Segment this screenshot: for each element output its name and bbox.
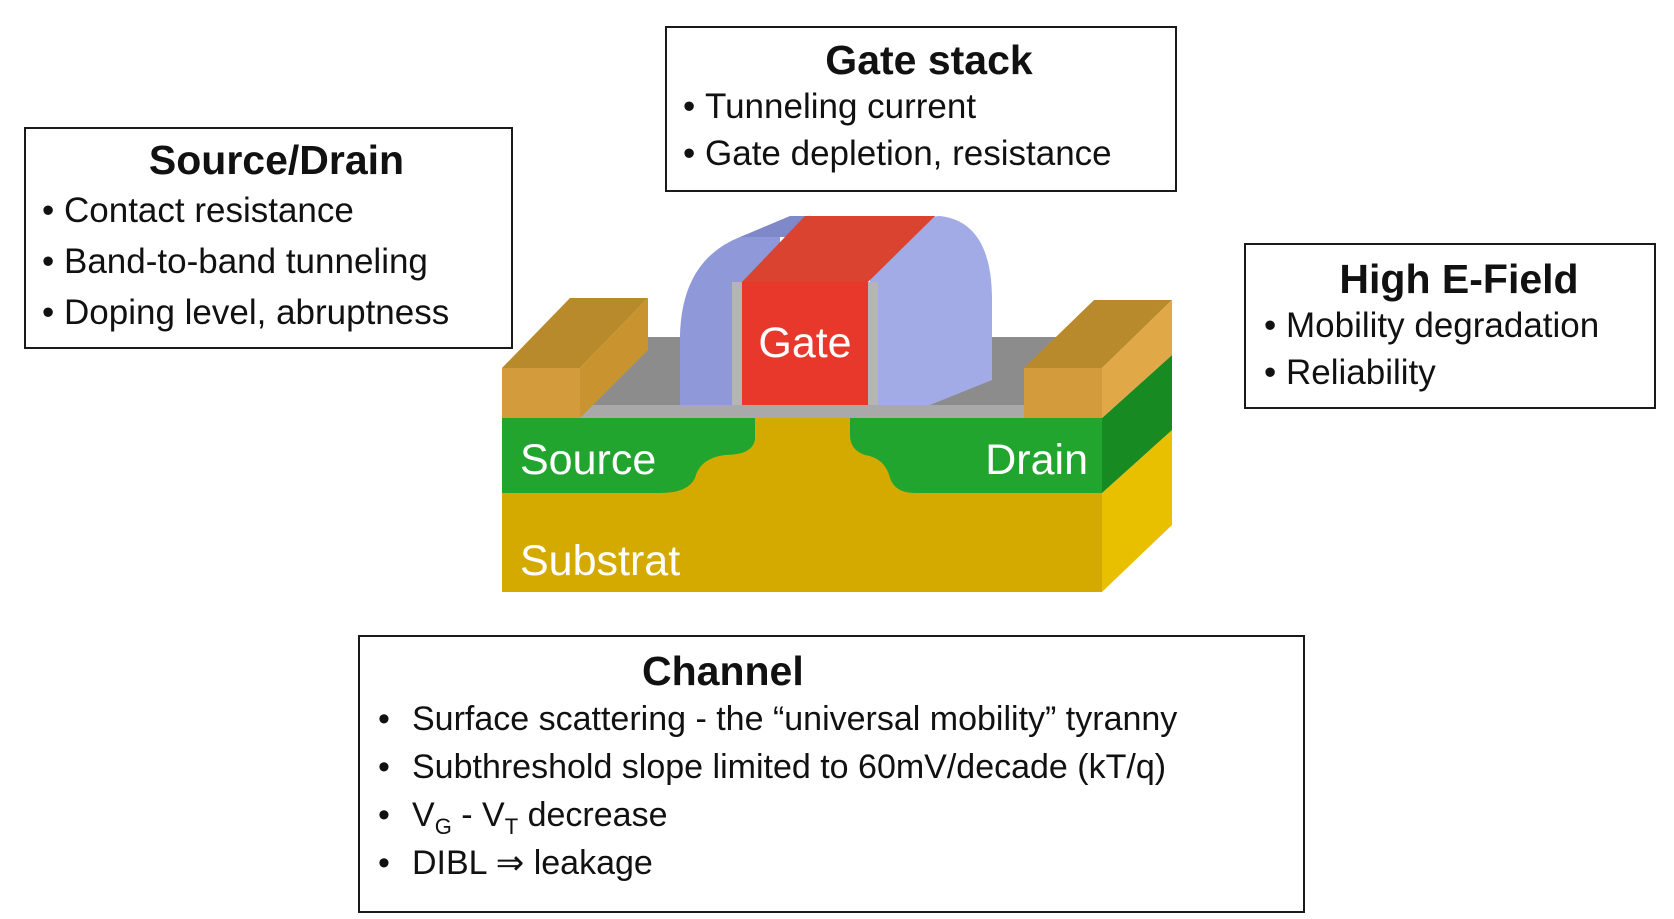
bullet-icon: • — [1264, 353, 1277, 392]
source-label: Source — [520, 436, 656, 484]
gate-stack-title: Gate stack — [825, 37, 1033, 83]
list-item: •Reliability — [1264, 353, 1436, 392]
gate-liner-left — [732, 282, 742, 405]
bullet-icon: • — [683, 134, 696, 173]
right-spacer — [870, 216, 992, 405]
high-efield-box: High E-Field •Mobility degradation •Reli… — [1244, 243, 1656, 409]
source-contact — [502, 368, 580, 418]
list-item: •Doping level, abruptness — [42, 293, 450, 332]
bullet-icon: • — [1264, 306, 1277, 345]
bullet-icon: • — [378, 844, 390, 882]
high-efield-title: High E-Field — [1339, 256, 1579, 302]
bullet-icon: • — [42, 191, 55, 230]
bullet-icon: • — [42, 293, 55, 332]
list-item: •Gate depletion, resistance — [683, 134, 1112, 173]
list-item: •DIBL ⇒ leakage — [378, 844, 653, 882]
minus-sign: - — [451, 796, 483, 834]
drain-label: Drain — [985, 436, 1088, 484]
gate-liner-right — [868, 282, 878, 405]
drain-contact — [1024, 368, 1102, 418]
drain-contact-top — [1024, 300, 1172, 368]
source-contact-top — [502, 298, 648, 368]
bullet-icon: • — [378, 700, 390, 738]
decrease-text: decrease — [518, 796, 668, 834]
bullet-icon: • — [42, 242, 55, 281]
gate-top — [742, 216, 935, 282]
list-item: •Subthreshold slope limited to 60mV/deca… — [378, 748, 1167, 786]
channel-region — [660, 418, 915, 493]
gate-stack-list: •Tunneling current •Gate depletion, resi… — [683, 89, 1175, 171]
high-efield-list: •Mobility degradation •Reliability — [1264, 308, 1654, 390]
list-item: •Contact resistance — [42, 191, 354, 230]
list-item: •Band-to-band tunneling — [42, 242, 428, 281]
vg-subscript: G — [434, 814, 452, 839]
bullet-icon: • — [378, 796, 390, 834]
list-item: •Tunneling current — [683, 87, 977, 126]
gate-oxide-line — [580, 405, 1032, 418]
list-item: •Surface scattering - the “universal mob… — [378, 700, 1178, 738]
vt-subscript: T — [504, 814, 519, 839]
substrate-label: Substrat — [520, 537, 680, 585]
sd-side-face — [1102, 355, 1172, 493]
source-drain-list: •Contact resistance •Band-to-band tunnel… — [42, 193, 511, 330]
substrate-side-face — [1102, 430, 1172, 592]
gate-block — [742, 282, 868, 405]
channel-list: •Surface scattering - the “universal mob… — [378, 702, 1303, 880]
source-contact-side — [580, 298, 648, 418]
substrate-block — [502, 493, 1102, 592]
channel-title: Channel — [642, 648, 804, 694]
source-drain-box: Source/Drain •Contact resistance •Band-t… — [24, 127, 513, 349]
list-item: •Mobility degradation — [1264, 306, 1600, 345]
list-item: •VG - VT decrease — [378, 796, 1303, 838]
source-drain-title: Source/Drain — [148, 137, 405, 183]
bullet-icon: • — [378, 748, 390, 786]
channel-box: Channel •Surface scattering - the “unive… — [358, 635, 1305, 913]
bullet-icon: • — [683, 87, 696, 126]
gate-label: Gate — [758, 319, 851, 367]
vt-symbol: V — [482, 796, 505, 834]
vg-symbol: V — [412, 796, 435, 834]
gate-stack-box: Gate stack •Tunneling current •Gate depl… — [665, 26, 1177, 192]
drain-contact-side — [1102, 300, 1172, 418]
